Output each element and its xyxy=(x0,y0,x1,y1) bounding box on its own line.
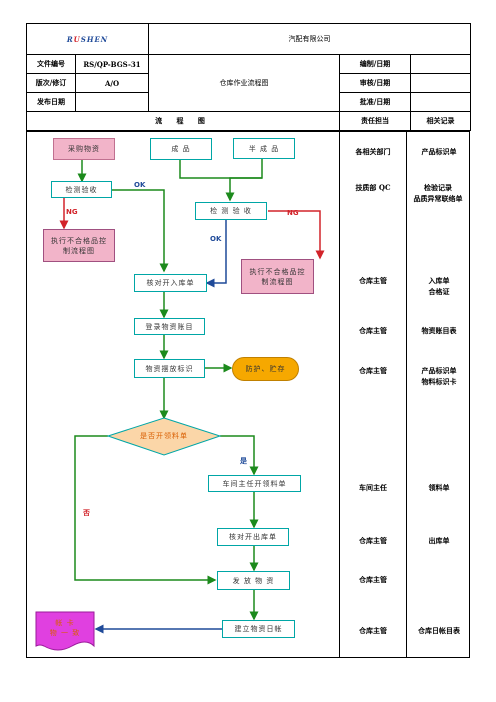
label-no: 否 xyxy=(83,509,90,517)
company-name: 汽配有限公司 xyxy=(148,23,471,55)
header-table: RUSHEN 汽配有限公司 文件编号 RS/QP-BGS-31 仓库作业流程图 … xyxy=(26,23,471,131)
card-doc-shape xyxy=(35,611,95,651)
node-account: 建立物资日帐 xyxy=(222,620,295,638)
record-row-9: 仓库日帐目表 xyxy=(418,626,460,635)
record-row-2: 检验记录 品质异常联络单 xyxy=(413,183,463,203)
record-row-6: 领料单 xyxy=(428,483,450,492)
owner-row-8: 仓库主管 xyxy=(359,575,387,584)
record-row-3: 入库单 合格证 xyxy=(428,276,450,296)
record-row-7: 出库单 xyxy=(428,536,450,545)
node-noncon1: 执行不合格品控制流程图 xyxy=(43,229,115,262)
owner-row-6: 车间主任 xyxy=(359,483,387,492)
column-flow-header: 流 程 图 xyxy=(26,111,340,131)
line-decision-yes xyxy=(220,435,259,476)
line-inspect2-ok xyxy=(205,220,227,288)
node-protect: 防护、贮存 xyxy=(232,357,299,381)
label-ok-2: OK xyxy=(210,235,222,243)
label-ng-1: NG xyxy=(66,208,78,216)
owner-row-9: 仓库主管 xyxy=(359,626,387,635)
line-finished-merge xyxy=(179,160,262,179)
owner-divider xyxy=(339,131,340,658)
company-logo: RUSHEN xyxy=(26,23,149,55)
owner-row-2: 技质部 QC xyxy=(355,183,391,192)
line-semi-merge xyxy=(225,158,263,202)
records-divider xyxy=(406,131,407,658)
flowchart-frame xyxy=(26,131,470,658)
label-yes: 是 xyxy=(240,457,247,465)
label-ng-2: NG xyxy=(287,209,299,217)
node-finished: 成 品 xyxy=(150,138,212,160)
record-row-4: 物资账目表 xyxy=(421,326,457,335)
column-records-header: 相关记录 xyxy=(410,111,471,131)
line-decision-no xyxy=(74,435,217,585)
node-ledger: 登录物资账目 xyxy=(134,318,205,335)
node-issue-slip: 车间主任开领料单 xyxy=(208,475,301,492)
logo-text: RUSHEN xyxy=(66,34,109,44)
record-row-1: 产品标识单 xyxy=(421,147,457,156)
node-noncon2: 执行不合格品控制流程图 xyxy=(241,259,314,294)
node-dispatch: 发 放 物 资 xyxy=(217,571,290,590)
owner-row-4: 仓库主管 xyxy=(359,326,387,335)
decision-diamond xyxy=(106,417,222,456)
owner-row-7: 仓库主管 xyxy=(359,536,387,545)
node-card: 帐 卡 物 一 致 xyxy=(49,619,81,637)
line-inspect1-ok xyxy=(112,189,169,273)
document-title: 仓库作业流程图 xyxy=(148,54,340,112)
node-decision-label: 是否开领料单 xyxy=(140,432,188,440)
node-place: 物资摆放标识 xyxy=(134,359,205,378)
label-ok-1: OK xyxy=(134,181,146,189)
owner-row-1: 各相关部门 xyxy=(355,147,391,156)
node-check-out: 核对开出库单 xyxy=(217,528,289,546)
record-row-5: 产品标识单 物料标识卡 xyxy=(421,366,457,386)
owner-row-3: 仓库主管 xyxy=(359,276,387,285)
node-check-in: 核对开入库单 xyxy=(134,274,207,292)
node-inspect2: 检 测 验 收 xyxy=(195,202,267,220)
line-inspect2-ng xyxy=(268,210,325,260)
owner-row-5: 仓库主管 xyxy=(359,366,387,375)
node-inspect1: 检测验收 xyxy=(51,181,112,198)
node-semi: 半 成 品 xyxy=(233,138,295,159)
node-purchase: 采购物资 xyxy=(53,138,115,160)
